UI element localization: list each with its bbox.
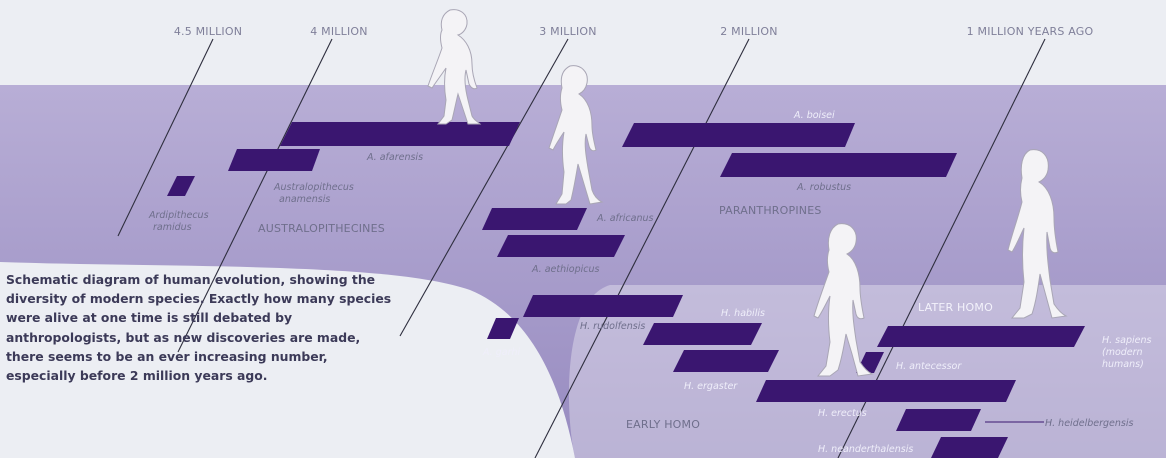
label-h-neanderthalensis: H. neanderthalensis (818, 444, 913, 455)
group-later-homo: LATER HOMO (918, 301, 993, 314)
bar-a-robustus (720, 153, 957, 177)
label-a-anamensis: Australopithecus (273, 182, 354, 193)
bar-a-afarensis (280, 122, 520, 146)
bar-h-ergaster (673, 350, 779, 372)
bar-a-anamensis (228, 149, 320, 171)
group-australopithecines: AUSTRALOPITHECINES (258, 222, 385, 235)
timeline-label: 2 MILLION (720, 25, 777, 38)
label-a-africanus: A. africanus (596, 213, 654, 224)
group-paranthropines: PARANTHROPINES (719, 204, 822, 217)
diagram-caption: Schematic diagram of human evolution, sh… (6, 270, 396, 385)
label-a-aethiopicus: A. aethiopicus (531, 264, 599, 275)
bar-a-africanus (482, 208, 587, 230)
label-h-habilis: H. habilis (721, 308, 765, 319)
timeline-label: 4.5 MILLION (174, 25, 242, 38)
bar-a-aethiopicus (497, 235, 625, 257)
timeline-label: 4 MILLION (310, 25, 367, 38)
label-a-anamensis: anamensis (279, 194, 330, 205)
label-a-boisei: A. boisei (793, 110, 835, 121)
group-early-homo: EARLY HOMO (626, 418, 700, 431)
label-h-sapiens: (modern (1102, 347, 1143, 358)
label-h-erectus: H. erectus (818, 408, 867, 419)
label-a-robustus: A. robustus (796, 182, 851, 193)
bar-a-garhi (487, 318, 519, 339)
label-h-heidelbergensis: H. heidelbergensis (1045, 418, 1133, 429)
label-h-sapiens: humans) (1102, 359, 1144, 370)
timeline-label: 3 MILLION (539, 25, 596, 38)
label-a-afarensis: A. afarensis (366, 152, 423, 163)
label-ardipithecus: ramidus (153, 222, 192, 233)
label-h-rudolfensis: H. rudolfensis (580, 321, 645, 332)
bar-h-sapiens (877, 326, 1085, 347)
label-h-sapiens: H. sapiens (1102, 335, 1151, 346)
bar-h-erectus (756, 380, 1016, 402)
timeline-label: 1 MILLION YEARS AGO (967, 25, 1094, 38)
bar-h-habilis (643, 323, 762, 345)
label-h-ergaster: H. ergaster (684, 381, 738, 392)
bar-h-heidelbergensis (896, 409, 981, 431)
label-ardipithecus: Ardipithecus (148, 210, 209, 221)
bar-h-rudolfensis (523, 295, 683, 317)
label-a-garhi: A. garhi (482, 347, 520, 358)
label-h-antecessor: H. antecessor (896, 361, 962, 372)
bar-h-neanderthalensis (931, 437, 1008, 458)
bar-a-boisei (622, 123, 855, 147)
